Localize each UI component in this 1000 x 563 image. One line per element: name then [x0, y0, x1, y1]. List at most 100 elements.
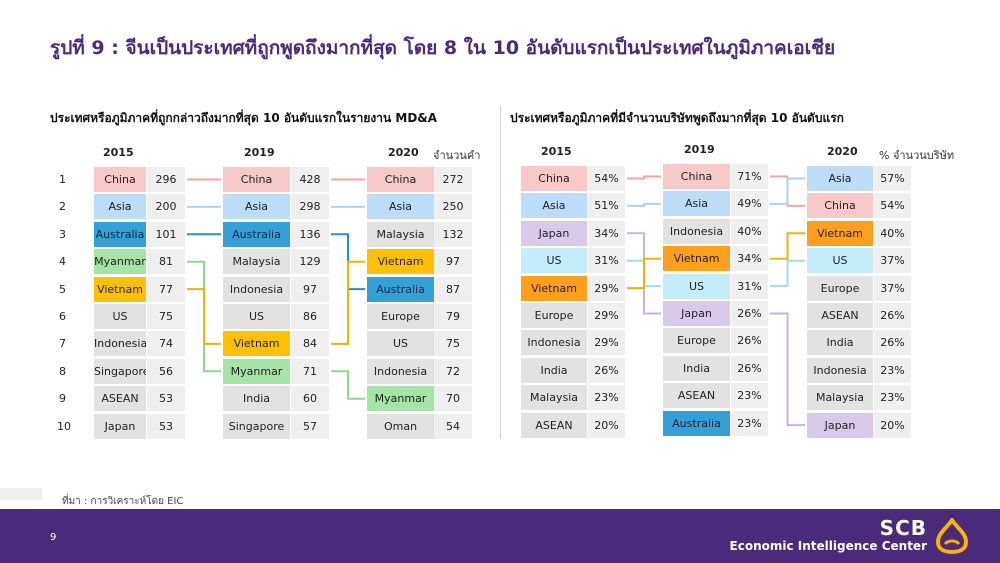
connector-line: [770, 259, 805, 288]
rank-cell-name: Myanmar: [223, 358, 290, 384]
rank-cell-value: 54%: [874, 193, 911, 219]
rank-cell-name: Australia: [223, 221, 290, 247]
rank-cell-value: 26%: [874, 303, 911, 328]
rank-label: 5: [59, 282, 66, 296]
connector-line: [331, 370, 365, 400]
rank-label: 1: [59, 173, 66, 186]
rank-cell-name: Japan: [663, 301, 730, 326]
rank-cell-value: 101: [147, 221, 185, 247]
rank-label: 9: [59, 392, 66, 406]
connector-line: [627, 175, 661, 180]
year-header: 2019: [684, 143, 715, 156]
rank-cell-name: China: [223, 167, 290, 192]
rank-cell-name: Japan: [807, 412, 873, 438]
connector-line: [187, 288, 221, 345]
rank-cell-value: 71%: [731, 164, 768, 189]
rank-cell-value: 428: [291, 167, 329, 192]
rank-cell-value: 200: [147, 194, 185, 220]
rank-cell-name: Asia: [223, 194, 290, 220]
rank-cell-name: Vietnam: [663, 246, 730, 272]
rank-cell-name: Myanmar: [94, 249, 146, 275]
rank-cell-name: China: [94, 167, 146, 192]
panel-divider: [500, 106, 501, 439]
left-chart-subtitle: ประเทศหรือภูมิภาคที่ถูกกล่าวถึงมากที่สุด…: [50, 111, 438, 125]
connector-line: [627, 202, 661, 207]
rank-cell-value: 49%: [731, 191, 768, 217]
rank-cell-name: Vietnam: [367, 249, 434, 275]
rank-cell-value: 57%: [874, 166, 911, 191]
rank-cell-value: 26%: [874, 330, 911, 356]
rank-cell-name: China: [807, 193, 873, 219]
rank-cell-name: India: [521, 357, 587, 383]
rank-cell-value: 53: [147, 413, 185, 439]
rank-cell-value: 31%: [588, 248, 625, 274]
rank-cell-name: Singapore: [94, 358, 146, 384]
scb-logo-icon: [935, 518, 969, 554]
rank-label: 7: [59, 337, 66, 351]
source-marker: [0, 488, 42, 500]
rank-cell-value: 23%: [874, 357, 911, 383]
rank-cell-value: 74: [147, 331, 185, 357]
rank-cell-value: 53: [147, 386, 185, 412]
rank-cell-name: US: [223, 304, 290, 329]
right-chart-subtitle: ประเทศหรือภูมิภาคที่มีจำนวนบริษัทพูดถึงม…: [510, 111, 844, 125]
rank-cell-value: 29%: [588, 303, 625, 328]
rank-cell-value: 20%: [588, 412, 625, 438]
rank-cell-value: 29%: [588, 330, 625, 356]
right-value-header: % จำนวนบริษัท: [879, 149, 955, 162]
rank-cell-name: Australia: [367, 276, 434, 302]
rank-cell-name: India: [663, 355, 730, 381]
rank-cell-name: ASEAN: [94, 386, 146, 412]
rank-label: 8: [59, 364, 66, 378]
rank-cell-name: Vietnam: [94, 276, 146, 302]
rank-cell-name: US: [94, 304, 146, 329]
rank-cell-name: Indonesia: [521, 330, 587, 356]
rank-cell-value: 72: [434, 358, 472, 384]
rank-cell-value: 97: [434, 249, 472, 275]
rank-cell-name: US: [367, 331, 434, 357]
rank-cell-value: 23%: [731, 383, 768, 409]
rank-cell-value: 298: [291, 194, 329, 220]
rank-cell-value: 34%: [588, 220, 625, 246]
page-number: 9: [50, 532, 57, 543]
rank-cell-value: 75: [434, 331, 472, 357]
rank-cell-value: 87: [434, 276, 472, 302]
rank-label: 3: [59, 227, 66, 241]
rank-cell-name: Asia: [367, 194, 434, 220]
rank-cell-value: 29%: [588, 275, 625, 301]
rank-cell-value: 60: [291, 386, 329, 412]
rank-cell-value: 97: [291, 276, 329, 302]
rank-cell-value: 23%: [731, 410, 768, 436]
rank-cell-name: ASEAN: [807, 303, 873, 328]
rank-cell-value: 129: [291, 249, 329, 275]
page-title: รูปที่ 9 : จีนเป็นประเทศที่ถูกพูดถึงมากท…: [50, 37, 836, 59]
rank-cell-value: 296: [147, 167, 185, 192]
rank-label: 10: [57, 419, 71, 433]
rank-cell-value: 79: [434, 304, 472, 329]
rank-cell-value: 37%: [874, 248, 911, 274]
connector-line: [770, 232, 805, 260]
rank-cell-value: 26%: [588, 357, 625, 383]
rank-cell-name: Europe: [521, 303, 587, 328]
rank-cell-value: 77: [147, 276, 185, 302]
rank-cell-name: Oman: [367, 413, 434, 439]
rank-cell-value: 40%: [731, 218, 768, 244]
rank-cell-name: Asia: [807, 166, 873, 191]
year-header: 2015: [541, 145, 572, 158]
rank-cell-name: Malaysia: [367, 221, 434, 247]
rank-cell-name: Europe: [663, 328, 730, 354]
rank-cell-name: Japan: [521, 220, 587, 246]
rank-cell-name: Australia: [663, 410, 730, 436]
rank-cell-name: Australia: [94, 221, 146, 247]
rank-cell-name: Indonesia: [663, 218, 730, 244]
rank-cell-value: 86: [291, 304, 329, 329]
rank-cell-value: 81: [147, 249, 185, 275]
rank-label: 2: [59, 200, 66, 214]
rank-cell-name: Vietnam: [223, 331, 290, 357]
rank-cell-value: 51%: [588, 193, 625, 219]
rank-cell-name: ASEAN: [663, 383, 730, 409]
rank-cell-name: Europe: [807, 275, 873, 301]
rank-cell-name: Indonesia: [807, 357, 873, 383]
rank-cell-value: 34%: [731, 246, 768, 272]
rank-cell-value: 37%: [874, 275, 911, 301]
